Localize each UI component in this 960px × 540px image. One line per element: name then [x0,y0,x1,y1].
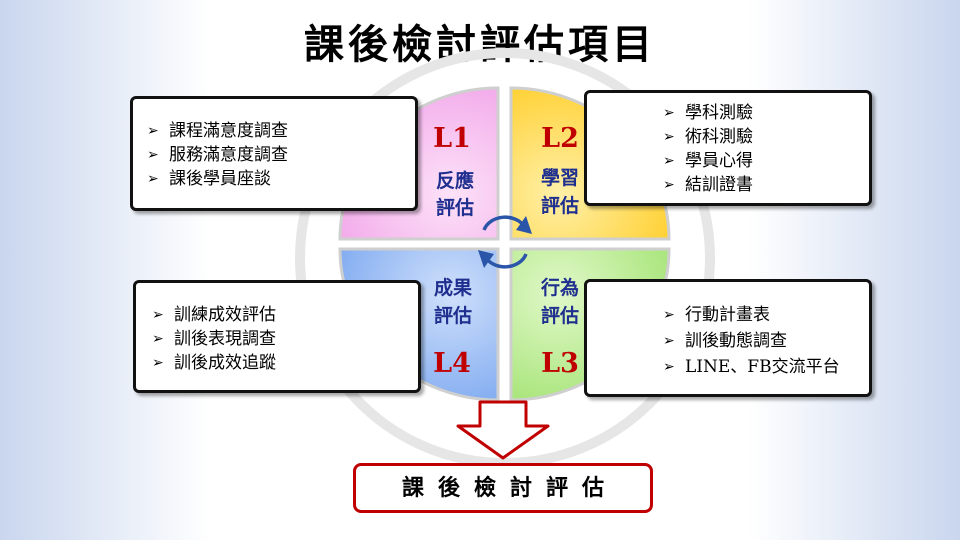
cycle-arrows-icon [482,215,528,269]
list-l3: ➢行動計畫表 ➢訓後動態調查 ➢LINE、FB交流平台 [659,302,869,380]
quadrant-l2-name-1: 學習 [541,167,579,189]
list-l1: ➢課程滿意度調查 ➢服務滿意度調查 ➢課後學員座談 [143,119,415,191]
quadrant-l4-name-2: 評估 [434,304,472,327]
list-item: ➢行動計畫表 [659,302,869,328]
arrow-bullet-icon: ➢ [152,307,164,323]
list-item: ➢訓後成效追蹤 [152,353,276,373]
arrow-bullet-icon: ➢ [663,359,675,375]
box-l4-items: ➢訓練成效評估 ➢訓後表現調查 ➢訓後成效追蹤 [133,280,421,393]
level-l3: L3 [541,348,579,379]
box-l1-items: ➢課程滿意度調查 ➢服務滿意度調查 ➢課後學員座談 [130,96,418,211]
cycle-arrowhead-bottom [478,250,494,268]
quadrant-l2-name-2: 評估 [541,194,579,217]
level-l4: L4 [433,348,471,379]
arrow-bullet-icon: ➢ [663,129,675,145]
list-item: ➢結訓證書 [663,175,753,195]
list-item: ➢LINE、FB交流平台 [659,354,869,380]
level-l2: L2 [541,123,579,154]
list-item: ➢訓後動態調查 [659,328,869,354]
arrow-bullet-icon: ➢ [663,333,675,349]
list-l2: ➢學科測驗 ➢術科測驗 ➢學員心得 ➢結訓證書 [659,101,869,197]
arrow-bullet-icon: ➢ [663,307,675,323]
list-item: ➢學員心得 [663,151,753,171]
arrow-bullet-icon: ➢ [147,123,159,139]
list-item: ➢課後學員座談 [147,169,271,189]
arrow-bullet-icon: ➢ [663,105,675,121]
down-arrow-icon [456,400,550,460]
arrow-bullet-icon: ➢ [152,331,164,347]
list-item: ➢訓練成效評估 [152,305,276,325]
arrow-bullet-icon: ➢ [663,153,675,169]
page-title: 課後檢討評估項目 [304,21,656,68]
arrow-bullet-icon: ➢ [147,171,159,187]
list-item: ➢學科測驗 [663,103,753,123]
list-item: ➢訓後表現調查 [152,329,276,349]
box-l2-items: ➢學科測驗 ➢術科測驗 ➢學員心得 ➢結訓證書 [584,90,872,206]
arrow-bullet-icon: ➢ [147,147,159,163]
list-item: ➢術科測驗 [663,127,753,147]
quadrant-l4-name-1: 成果 [434,276,472,299]
cycle-arrowhead-top [516,216,532,234]
list-l4: ➢訓練成效評估 ➢訓後表現調查 ➢訓後成效追蹤 [148,303,418,375]
final-summary-box: 課後檢討評估 [353,463,653,513]
arrow-bullet-icon: ➢ [152,355,164,371]
list-item: ➢課程滿意度調查 [147,121,288,141]
quadrant-l3-name-1: 行為 [540,276,579,299]
quadrant-l1-name-2: 評估 [436,196,474,219]
list-item: ➢服務滿意度調查 [147,145,288,165]
level-l1: L1 [433,123,471,154]
box-l3-items: ➢行動計畫表 ➢訓後動態調查 ➢LINE、FB交流平台 [584,279,872,397]
arrow-bullet-icon: ➢ [663,177,675,193]
quadrant-l3-name-2: 評估 [541,304,579,327]
quadrant-l1-name-1: 反應 [436,169,474,192]
